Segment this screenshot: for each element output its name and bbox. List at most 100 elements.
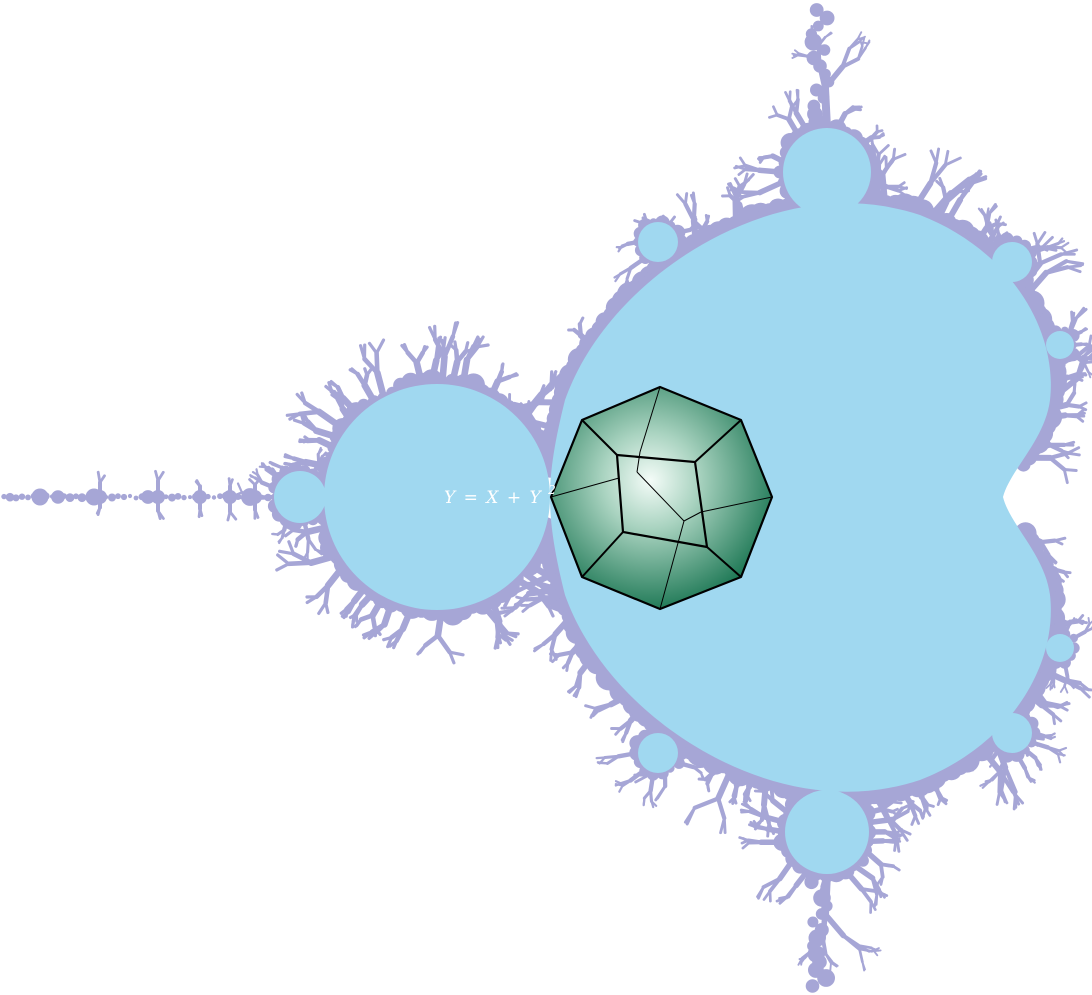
boundary-filament <box>877 144 890 156</box>
boundary-filament <box>956 189 971 194</box>
boundary-blob <box>42 492 50 500</box>
boundary-filament <box>991 747 1002 760</box>
boundary-filament <box>294 537 300 548</box>
boundary-filament <box>621 731 628 744</box>
boundary-filament <box>791 54 800 59</box>
boundary-filament <box>793 110 811 136</box>
boundary-filament <box>577 332 596 350</box>
boundary-filament <box>1074 306 1086 321</box>
boundary-filament <box>350 367 360 376</box>
boundary-blob <box>31 488 49 506</box>
boundary-filament <box>857 41 868 45</box>
boundary-blob <box>174 493 182 500</box>
boundary-filament <box>1071 617 1076 623</box>
eq-lhs: Y <box>444 488 457 508</box>
boundary-filament <box>757 208 776 213</box>
boundary-filament <box>919 794 930 807</box>
edge <box>636 471 685 522</box>
boundary-filament <box>647 260 656 276</box>
boundary-filament <box>546 604 555 618</box>
boundary-filament <box>551 602 566 611</box>
boundary-filament <box>1077 401 1088 409</box>
boundary-filament <box>95 505 102 515</box>
boundary-filament <box>317 446 322 456</box>
boundary-filament <box>298 438 309 443</box>
boundary-filament <box>943 156 962 167</box>
upper-right-bulb <box>992 242 1032 282</box>
boundary-filament <box>625 277 631 288</box>
boundary-filament <box>788 90 792 103</box>
boundary-filament <box>1043 265 1070 275</box>
boundary-filament <box>694 218 698 226</box>
boundary-filament <box>1057 746 1068 752</box>
boundary-blob <box>141 490 155 504</box>
boundary-filament <box>270 467 281 482</box>
boundary-filament <box>977 739 996 754</box>
boundary-blob <box>211 495 217 500</box>
boundary-filament <box>533 553 555 570</box>
polytope-heptagon <box>549 385 774 611</box>
boundary-filament <box>921 806 927 818</box>
boundary-filament <box>495 369 505 384</box>
boundary-filament <box>228 510 238 521</box>
eq-x: X <box>484 488 499 508</box>
boundary-filament <box>283 528 295 538</box>
boundary-blob <box>1 493 7 500</box>
boundary-filament <box>442 334 456 360</box>
boundary-filament <box>505 631 518 639</box>
boundary-filament <box>769 153 789 166</box>
boundary-blob <box>807 916 819 928</box>
boundary-filament <box>858 947 874 953</box>
boundary-filament <box>1033 756 1040 767</box>
boundary-filament <box>1018 529 1044 546</box>
boundary-filament <box>675 227 692 235</box>
boundary-filament <box>550 376 558 389</box>
boundary-filament <box>428 357 440 384</box>
boundary-filament <box>709 755 720 777</box>
boundary-blob <box>817 92 830 104</box>
boundary-filament <box>324 384 334 393</box>
boundary-filament <box>1039 313 1051 321</box>
boundary-filament <box>350 583 369 605</box>
boundary-filament <box>967 236 980 246</box>
boundary-filament <box>1079 327 1087 334</box>
boundary-filament <box>590 708 601 717</box>
boundary-filament <box>864 41 871 50</box>
boundary-filament <box>1078 686 1091 699</box>
boundary-filament <box>999 765 1008 792</box>
boundary-filament <box>737 167 747 176</box>
boundary-filament <box>881 839 896 844</box>
boundary-filament <box>704 213 709 223</box>
boundary-filament <box>1066 264 1083 269</box>
boundary-filament <box>865 838 886 845</box>
boundary-filament <box>891 152 907 161</box>
boundary-filament <box>1046 245 1063 250</box>
boundary-filament <box>521 603 532 613</box>
boundary-filament <box>1003 765 1018 795</box>
boundary-blob <box>108 493 116 502</box>
boundary-blob <box>817 969 835 987</box>
boundary-filament <box>154 469 160 483</box>
boundary-filament <box>847 40 861 50</box>
boundary-filament <box>768 876 782 894</box>
boundary-filament <box>777 855 797 882</box>
boundary-filament <box>1062 440 1076 447</box>
boundary-filament <box>882 830 898 836</box>
boundary-filament <box>270 462 284 470</box>
boundary-filament <box>688 225 701 232</box>
boundary-filament <box>701 762 711 768</box>
boundary-filament <box>768 113 779 119</box>
boundary-blob <box>357 398 371 412</box>
boundary-filament <box>891 809 910 822</box>
period-2-bulb <box>324 384 550 610</box>
boundary-filament <box>369 594 387 619</box>
boundary-filament <box>987 770 1001 784</box>
boundary-filament <box>197 507 202 519</box>
boundary-filament <box>739 808 752 813</box>
boundary-filament <box>1031 730 1047 739</box>
boundary-filament <box>302 519 311 542</box>
boundary-filament <box>1038 539 1051 557</box>
boundary-filament <box>830 960 839 967</box>
boundary-filament <box>625 266 633 281</box>
boundary-filament <box>423 633 441 648</box>
